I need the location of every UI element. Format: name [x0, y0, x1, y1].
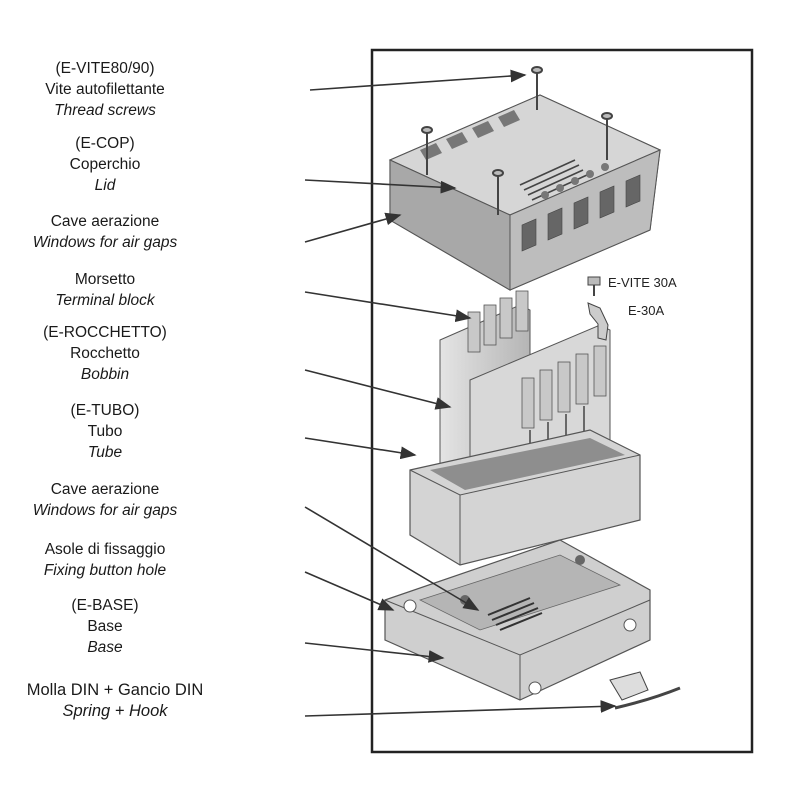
tube-part — [409, 429, 641, 566]
label-terminal: Morsetto Terminal block — [0, 269, 310, 311]
label-vent-top-en: Windows for air gaps — [32, 234, 178, 251]
label-bobbin-en: Bobbin — [80, 366, 130, 383]
arrow-base — [304, 642, 445, 663]
label-fixing-en: Fixing button hole — [43, 562, 167, 579]
labels-column: (E-VITE80/90) Vite autofilettante Thread… — [0, 0, 310, 800]
label-lid: (E-COP) Coperchio Lid — [0, 133, 310, 196]
label-terminal-it: Morsetto — [74, 271, 136, 288]
arrow-fixing — [304, 571, 395, 611]
arrow-lid — [304, 179, 457, 194]
arrow-bobbin — [304, 369, 452, 410]
arrow-screws — [309, 69, 527, 91]
label-vent-bottom-it: Cave aerazione — [50, 481, 160, 498]
label-base-it: Base — [87, 618, 123, 635]
label-bobbin: (E-ROCCHETTO) Rocchetto Bobbin — [0, 322, 310, 385]
label-lid-it: Coperchio — [69, 156, 141, 173]
label-fixing: Asole di fissaggio Fixing button hole — [0, 539, 310, 581]
base-part — [384, 539, 651, 701]
label-lid-en: Lid — [94, 177, 116, 194]
label-bobbin-code: (E-ROCCHETTO) — [43, 324, 167, 341]
label-bobbin-it: Rocchetto — [70, 345, 140, 362]
label-tube-it: Tubo — [87, 423, 123, 440]
label-screws: (E-VITE80/90) Vite autofilettante Thread… — [0, 58, 310, 121]
frame-border — [370, 48, 754, 754]
label-lid-code: (E-COP) — [75, 135, 135, 152]
label-din-it: Molla DIN + Gancio DIN — [26, 681, 204, 699]
label-base-en: Base — [87, 639, 123, 656]
arrow-din — [304, 700, 617, 717]
label-tube-code: (E-TUBO) — [70, 402, 140, 419]
label-din: Molla DIN + Gancio DIN Spring + Hook — [0, 680, 315, 722]
label-vent-top: Cave aerazione Windows for air gaps — [0, 211, 310, 253]
label-screws-code: (E-VITE80/90) — [55, 60, 155, 77]
label-screws-it: Vite autofilettante — [45, 81, 165, 98]
screws-part — [421, 66, 613, 215]
e-30a-label: E-30A — [628, 303, 664, 318]
label-vent-bottom: Cave aerazione Windows for air gaps — [0, 479, 310, 521]
e-vite-30a-part — [587, 276, 601, 296]
e-vite-30a-label: E-VITE 30A — [608, 275, 677, 290]
label-screws-en: Thread screws — [54, 102, 156, 119]
lid-part — [388, 94, 662, 291]
arrow-vent-bottom — [304, 506, 480, 611]
label-vent-bottom-en: Windows for air gaps — [32, 502, 178, 519]
e-30a-part — [587, 302, 609, 341]
label-vent-top-it: Cave aerazione — [50, 213, 160, 230]
label-tube-en: Tube — [87, 444, 123, 461]
label-base-code: (E-BASE) — [71, 597, 139, 614]
label-fixing-it: Asole di fissaggio — [44, 541, 166, 558]
din-spring-hook-part — [609, 671, 681, 710]
label-din-en: Spring + Hook — [62, 702, 168, 720]
arrow-terminal — [304, 291, 472, 323]
label-terminal-en: Terminal block — [55, 292, 155, 309]
arrow-tube — [304, 437, 417, 460]
label-base: (E-BASE) Base Base — [0, 595, 310, 658]
arrow-vent-top — [304, 212, 402, 243]
label-tube: (E-TUBO) Tubo Tube — [0, 400, 310, 463]
